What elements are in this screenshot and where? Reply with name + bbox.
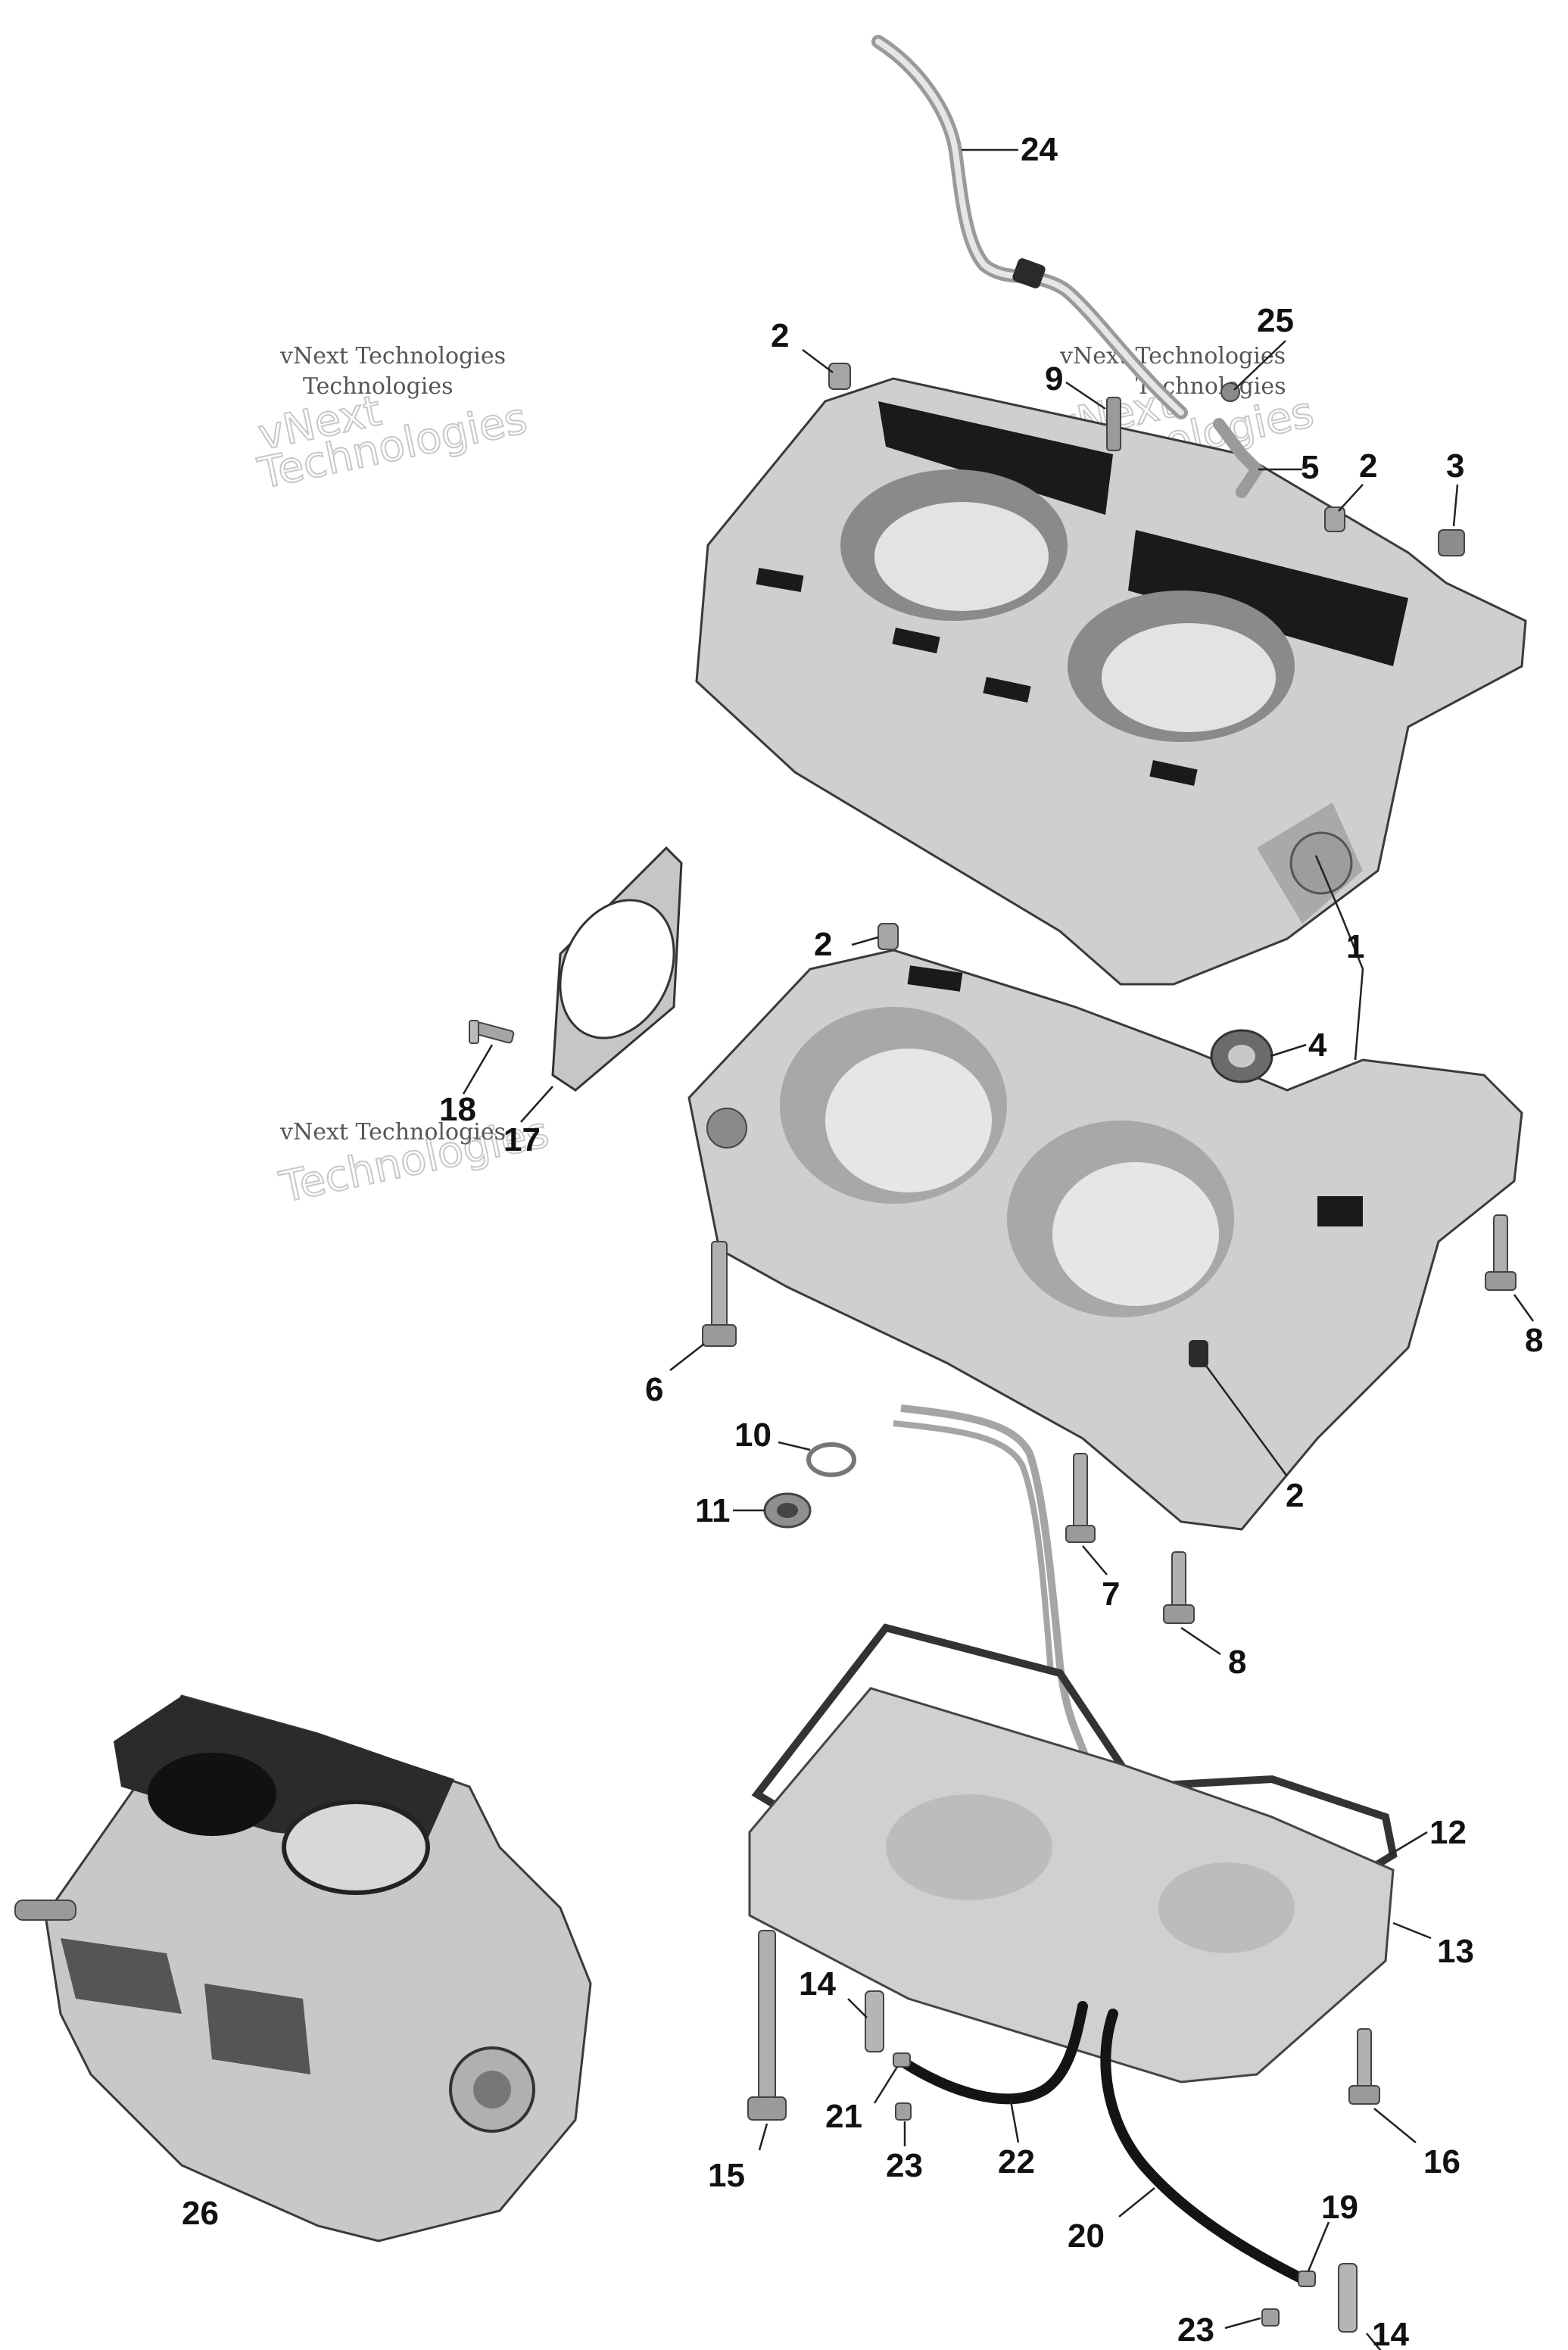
callout-2: 2 <box>814 926 832 963</box>
clamp-19 <box>1298 2271 1316 2287</box>
callout-8: 8 <box>1228 1644 1246 1681</box>
fitting-5 <box>1213 418 1265 498</box>
oil-pan-13 <box>748 1687 1395 2084</box>
bolt-6 <box>702 1241 737 1347</box>
tube-clamp <box>1012 258 1046 288</box>
dowel-pin-2 <box>1189 1340 1208 1367</box>
bolt-18 <box>469 1020 515 1044</box>
callout-17: 17 <box>503 1121 541 1158</box>
bolt-7 <box>1065 1453 1096 1543</box>
callout-6: 6 <box>645 1371 663 1408</box>
assembled-engine-26 <box>14 1694 592 2242</box>
callout-3: 3 <box>1446 447 1464 485</box>
lower-crankcase <box>687 949 1523 1531</box>
callout-20: 20 <box>1068 2218 1105 2255</box>
watermark-text: vNext Technologies <box>279 343 506 369</box>
o-ring-10 <box>806 1442 856 1477</box>
clamp-21 <box>893 2052 911 2068</box>
oil-tube-24 <box>871 35 1188 419</box>
callout-4: 4 <box>1308 1027 1327 1064</box>
watermark-text: vNext Technologies <box>279 1119 506 1145</box>
plug-3 <box>1438 529 1465 556</box>
callout-labels: 24 25 2 9 5 2 3 2 1 4 18 17 6 8 10 2 11 … <box>182 131 1543 2350</box>
callout-14: 14 <box>799 1965 836 2002</box>
callout-21: 21 <box>825 2098 862 2135</box>
callout-1: 1 <box>1346 928 1364 965</box>
hose-20 <box>1100 2009 1308 2284</box>
callout-25: 25 <box>1257 302 1294 339</box>
dowel-pin-2 <box>828 363 851 390</box>
oil-lines <box>900 1404 1094 1773</box>
callout-24: 24 <box>1021 131 1058 168</box>
callout-11: 11 <box>695 1492 731 1529</box>
callout-13: 13 <box>1437 1933 1474 1970</box>
callout-8: 8 <box>1525 1322 1543 1359</box>
dowel-pin-2 <box>878 923 899 950</box>
callout-23: 23 <box>886 2147 923 2184</box>
bolt-16 <box>1348 2028 1380 2105</box>
hose-22 <box>899 2001 1088 2105</box>
callout-26: 26 <box>182 2195 219 2232</box>
callout-15: 15 <box>708 2157 745 2194</box>
upper-crankcase <box>695 377 1527 986</box>
callout-9: 9 <box>1045 360 1063 397</box>
callout-14: 14 <box>1372 2316 1409 2350</box>
bearing-4 <box>1210 1029 1273 1083</box>
leader-lines <box>462 148 1535 2350</box>
plug-25 <box>1220 382 1240 402</box>
callout-22: 22 <box>998 2143 1035 2180</box>
callout-2: 2 <box>1359 447 1377 485</box>
callout-19: 19 <box>1321 2189 1358 2226</box>
callout-12: 12 <box>1429 1814 1467 1851</box>
stud-9 <box>1106 397 1121 451</box>
nut-23 <box>1261 2308 1280 2327</box>
dowel-pin-2 <box>1324 506 1345 532</box>
watermark-text: vNext Technologies <box>1059 343 1286 369</box>
plug-11 <box>763 1492 812 1529</box>
callout-10: 10 <box>734 1417 772 1454</box>
callout-2: 2 <box>771 317 789 354</box>
callout-5: 5 <box>1301 449 1319 486</box>
watermark-text: Technologies <box>303 373 454 400</box>
bolt-15 <box>747 1930 787 2121</box>
callout-23: 23 <box>1177 2311 1214 2348</box>
fitting-14 <box>865 1990 884 2052</box>
callout-7: 7 <box>1102 1575 1120 1613</box>
fitting-14b <box>1338 2263 1358 2333</box>
nut-23 <box>895 2102 912 2121</box>
bolt-8 <box>1485 1214 1517 1291</box>
callout-18: 18 <box>439 1091 476 1128</box>
callout-16: 16 <box>1423 2143 1460 2180</box>
callout-2: 2 <box>1286 1477 1304 1514</box>
bolt-8b <box>1163 1551 1195 1624</box>
